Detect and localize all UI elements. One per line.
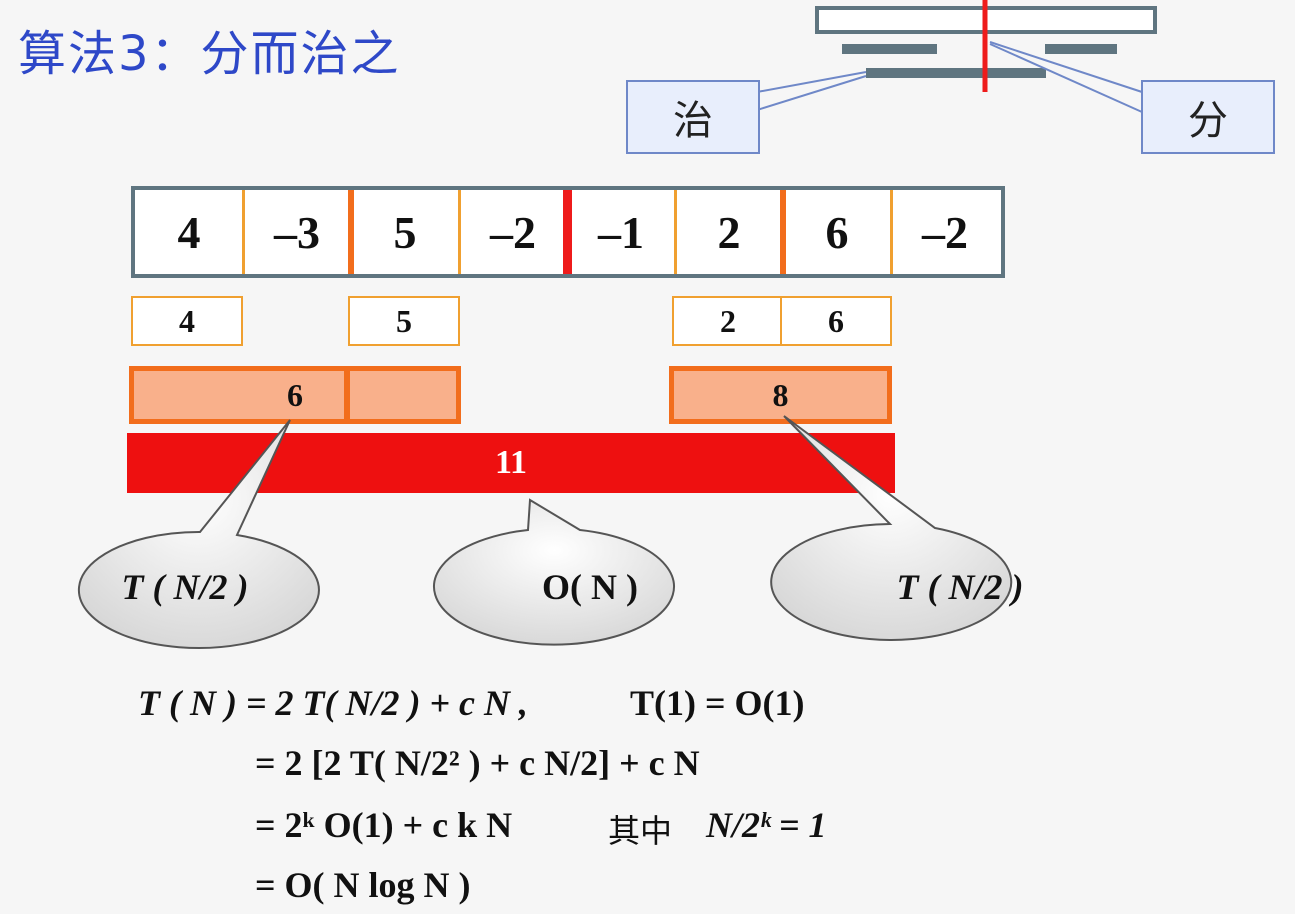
array-cell: 5 bbox=[393, 206, 417, 258]
array-cell: 4 bbox=[177, 206, 201, 258]
schematic-left-half bbox=[842, 44, 937, 54]
array-cell: –1 bbox=[598, 206, 644, 258]
recurrence-result: = O( N log N ) bbox=[255, 865, 471, 905]
divide-label: 分 bbox=[1141, 80, 1275, 154]
middle-callout-bubble bbox=[433, 498, 675, 646]
array-cell: 2 bbox=[717, 206, 741, 258]
left-half-value: 6 bbox=[287, 376, 303, 413]
left-bubble-text: T ( N/2 ) bbox=[121, 567, 249, 607]
where-label: 其中 bbox=[608, 812, 673, 850]
right-half-value: 8 bbox=[772, 376, 789, 413]
subresult-box: 5 bbox=[348, 296, 460, 346]
array-cell: –2 bbox=[490, 206, 536, 258]
array-cell: –3 bbox=[274, 206, 320, 258]
half-divider bbox=[780, 190, 786, 274]
quarter-divider bbox=[242, 190, 245, 274]
recurrence-line-1: T ( N ) = 2 T( N/2 ) + c N , bbox=[138, 683, 528, 723]
array-cell: 6 bbox=[825, 206, 849, 258]
array-cell: –2 bbox=[922, 206, 968, 258]
callout-bubbles bbox=[77, 415, 1013, 649]
slide-title: 算法3：分而治之 bbox=[18, 26, 401, 82]
depth-condition: N/2ᵏ = 1 bbox=[706, 805, 827, 845]
left-half-result bbox=[129, 366, 461, 424]
input-array: 4 –3 5 –2 –1 2 6 –2 bbox=[131, 186, 1005, 278]
schematic-right-half bbox=[1045, 44, 1117, 54]
base-case: T(1) = O(1) bbox=[630, 683, 805, 723]
recurrence-line-3: = 2ᵏ O(1) + c k N bbox=[255, 805, 513, 845]
right-callout-bubble bbox=[770, 415, 1013, 641]
subresult-box: 2 bbox=[672, 296, 784, 346]
conquer-label: 治 bbox=[626, 80, 760, 154]
subresult-box: 6 bbox=[780, 296, 892, 346]
middle-bubble-text: O( N ) bbox=[542, 567, 638, 607]
recurrence-line-2: = 2 [2 T( N/2² ) + c N/2] + c N bbox=[255, 743, 700, 783]
main-divider bbox=[563, 190, 572, 274]
subresult-box: 4 bbox=[131, 296, 243, 346]
half-divider bbox=[348, 190, 354, 274]
quarter-divider bbox=[458, 190, 461, 274]
right-bubble-text: T ( N/2 ) bbox=[896, 567, 1024, 607]
divide-conquer-schematic bbox=[756, 0, 1157, 113]
left-callout-bubble bbox=[77, 419, 320, 649]
left-half-divider bbox=[344, 366, 350, 424]
quarter-divider bbox=[674, 190, 677, 274]
schematic-merge-bar bbox=[866, 68, 1046, 78]
quarter-divider bbox=[890, 190, 893, 274]
right-half-result bbox=[669, 366, 892, 424]
